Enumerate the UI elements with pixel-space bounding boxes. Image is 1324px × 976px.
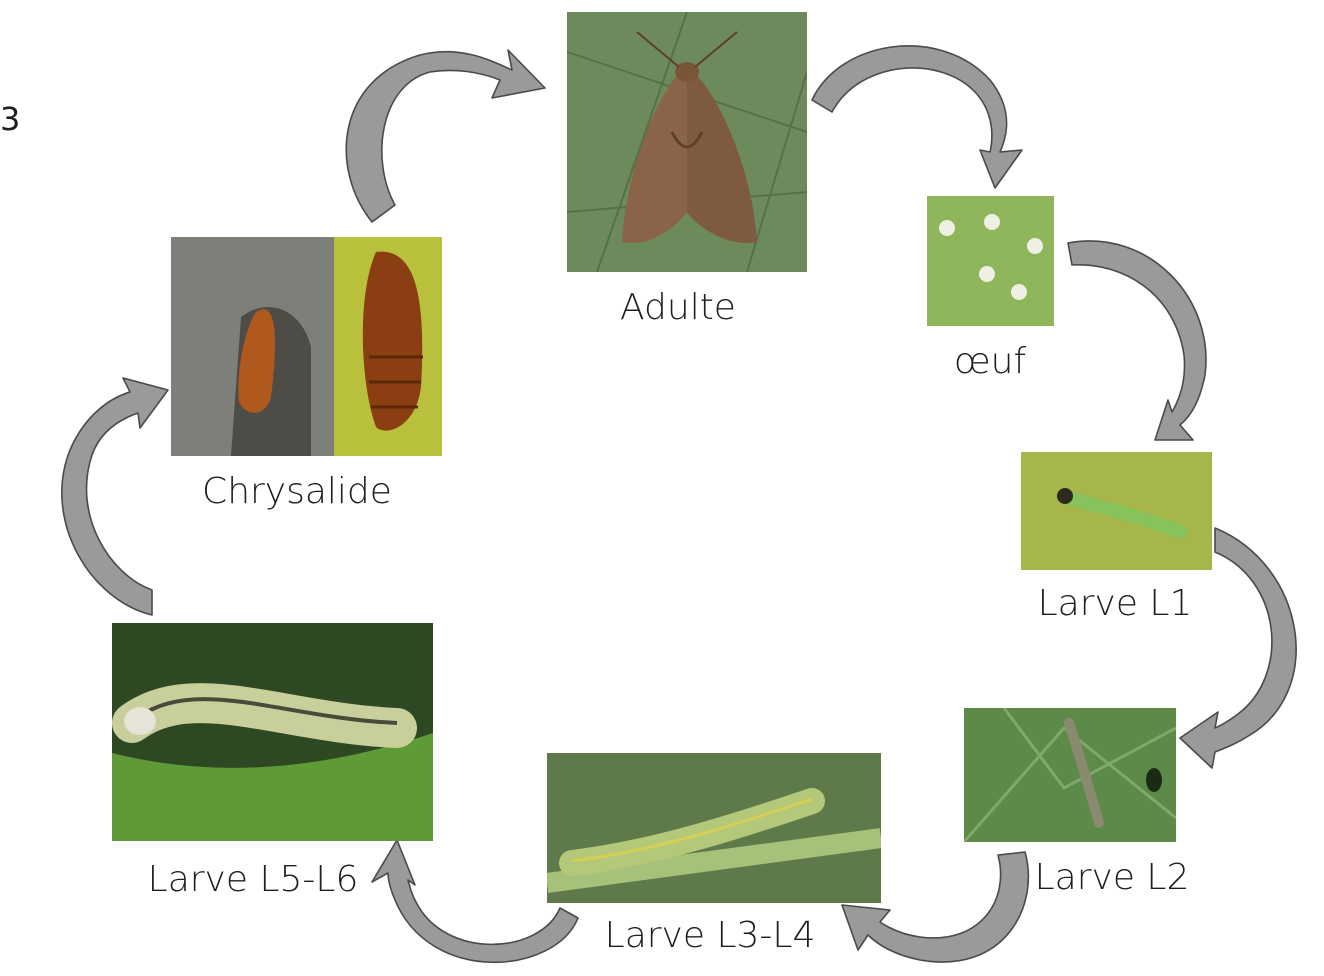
adult-moth-photo [567,12,807,272]
eggs-photo [927,196,1054,326]
arrow-egg-to-l1 [1068,241,1206,440]
stage-label-egg: œuf [954,344,1026,380]
larva-l2-photo [964,708,1176,842]
arrow-pupa-to-adult [346,50,545,222]
stage-label-l2: Larve L2 [1035,860,1190,896]
arrow-adult-to-egg [812,46,1022,188]
stage-label-adult: Adulte [620,290,736,326]
larva-l3l4-photo [547,753,881,903]
stage-label-l5l6: Larve L5-L6 [148,862,359,898]
larva-l5l6-photo [112,623,433,841]
arrow-l5l6-to-pupa [62,378,168,615]
stage-label-l1: Larve L1 [1038,586,1193,622]
pupa-photo [171,237,442,456]
stage-label-l3l4: Larve L3-L4 [605,918,816,954]
stage-label-pupa: Chrysalide [202,474,392,510]
larva-l1-photo [1021,452,1212,570]
